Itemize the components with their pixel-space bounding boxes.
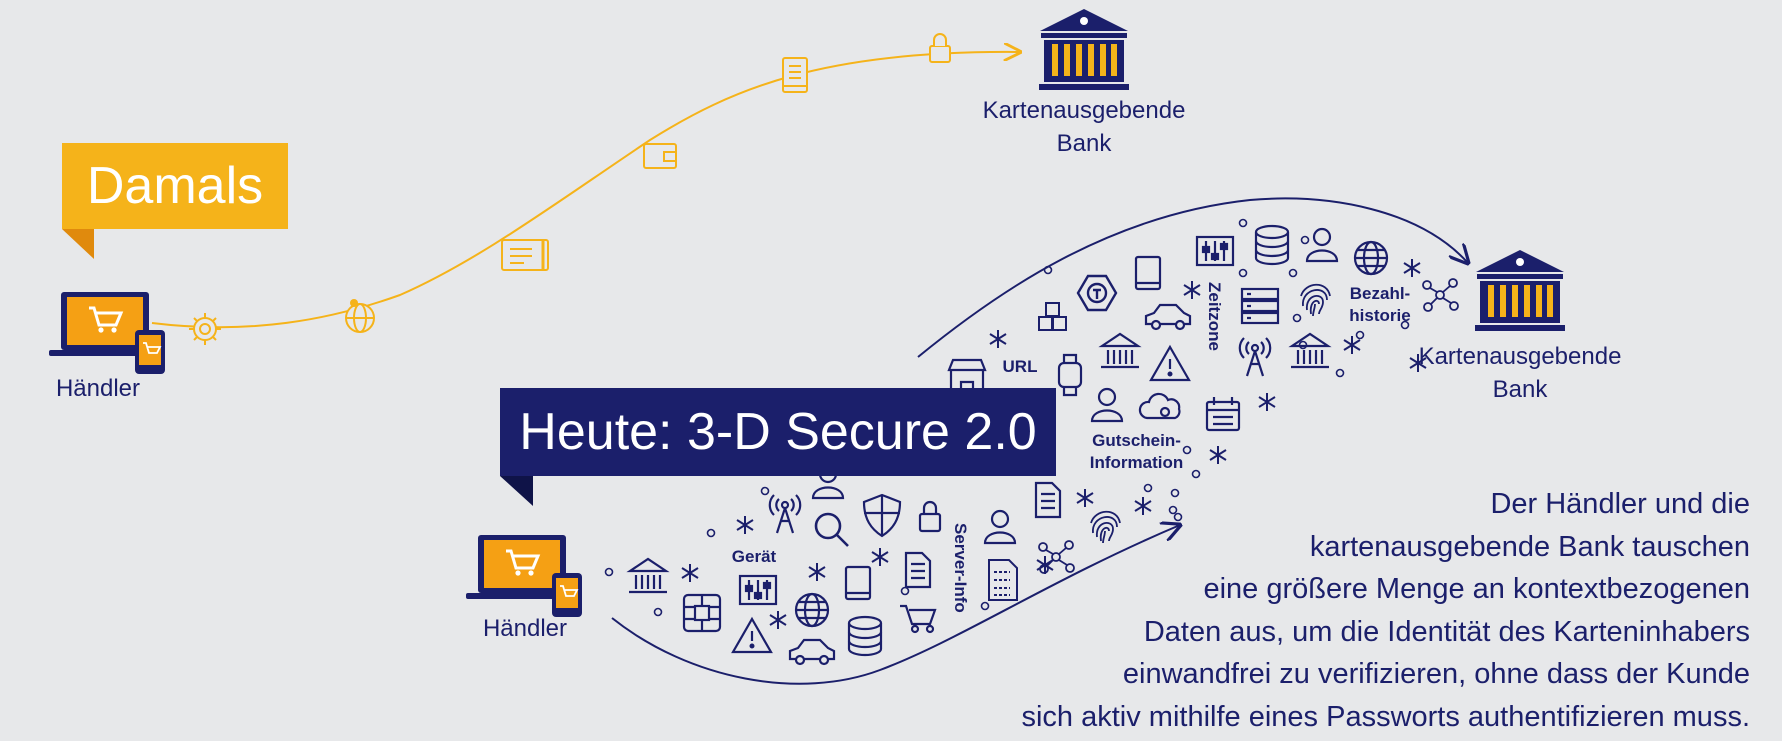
phone-icon [782, 57, 808, 93]
new-merchant-label: Händler [482, 615, 568, 642]
watch-icon [1057, 353, 1083, 397]
wallet-icon [643, 143, 677, 169]
database-icon [847, 615, 883, 657]
heute-label: Heute: 3-D Secure 2.0 [500, 388, 1056, 476]
star-icon [769, 610, 787, 630]
description-line: einwandfrei zu verifizieren, ohne dass d… [1122, 658, 1750, 690]
description-line: sich aktiv mithilfe eines Passworts auth… [1021, 700, 1750, 733]
mixer-icon [738, 574, 778, 606]
bank-small-icon [627, 557, 669, 594]
keyword-geraet: Gerät [731, 547, 777, 566]
star-icon [1209, 445, 1227, 465]
warning-icon [731, 617, 773, 654]
phone-icon [1134, 255, 1162, 291]
hexagon-icon [1076, 274, 1118, 312]
response-arrow [611, 525, 1180, 685]
gear-icon [189, 313, 221, 345]
keyword-url: URL [1002, 357, 1038, 376]
chip-icon [682, 593, 722, 633]
damals-label: Damals [62, 143, 288, 229]
icon-cloud [604, 218, 1459, 666]
globe-pin-icon [345, 299, 375, 333]
phone-star-icon [844, 565, 872, 601]
star-icon [1403, 258, 1421, 278]
bank-small-icon [1099, 332, 1141, 369]
laptop-cart-icon [47, 290, 167, 376]
description-line: eine größere Menge an kontextbezogenen [1203, 573, 1750, 605]
star-icon [681, 563, 699, 583]
search-icon [814, 512, 850, 548]
star-icon [1258, 392, 1276, 412]
star-icon [1343, 335, 1361, 355]
description-line: Daten aus, um die Identität des Kartenin… [1143, 615, 1750, 648]
keyword-zeitzone: Zeitzone [1205, 282, 1224, 351]
cloud-gear-icon [1138, 392, 1181, 420]
star-icon [1183, 280, 1201, 300]
laptop-cart-icon [464, 533, 584, 619]
heute-label-tail [500, 476, 533, 506]
star-icon [736, 515, 754, 535]
abc-blocks-icon [1038, 302, 1067, 331]
keyword-bezahlhistorie: Bezahl- historie [1349, 284, 1411, 325]
fingerprint-icon [1300, 283, 1331, 317]
star-icon [989, 329, 1007, 349]
antenna-icon [1238, 336, 1272, 378]
server-icon [1240, 287, 1280, 325]
damals-label-tail [62, 229, 94, 259]
old-bank-label: Kartenausgebende Bank [982, 97, 1186, 157]
card-icon [501, 239, 549, 271]
dot-markers [604, 218, 1410, 617]
mixer-icon [1195, 235, 1235, 267]
bank-small-icon [1289, 332, 1331, 369]
car-icon [1144, 303, 1192, 331]
bank-icon [1475, 250, 1565, 331]
warning-icon [1149, 345, 1191, 382]
database-icon [1254, 224, 1290, 266]
description-line: Der Händler und die [1490, 488, 1750, 520]
calendar-icon [1205, 395, 1241, 432]
keyword-server-info: Server-Info [951, 523, 970, 613]
car-icon [788, 638, 836, 666]
old-merchant-label: Händler [55, 375, 141, 402]
user-icon [1090, 387, 1124, 423]
description-text: Der Händler und die kartenausgebende Ban… [880, 483, 1750, 738]
star-icon [808, 562, 826, 582]
globe-icon [1353, 240, 1389, 276]
antenna-icon [768, 493, 802, 535]
lock-icon [929, 33, 951, 63]
bank-icon [1039, 9, 1129, 90]
new-bank-label: Kartenausgebende Bank [1418, 343, 1622, 403]
description-line: kartenausgebende Bank tauschen [1309, 530, 1750, 563]
request-arrow [917, 197, 1468, 358]
keyword-gutschein: Gutschein- Information [1089, 431, 1184, 472]
network-icon [1422, 278, 1459, 312]
avatar-icon [1305, 227, 1339, 263]
globe-icon [794, 592, 830, 628]
